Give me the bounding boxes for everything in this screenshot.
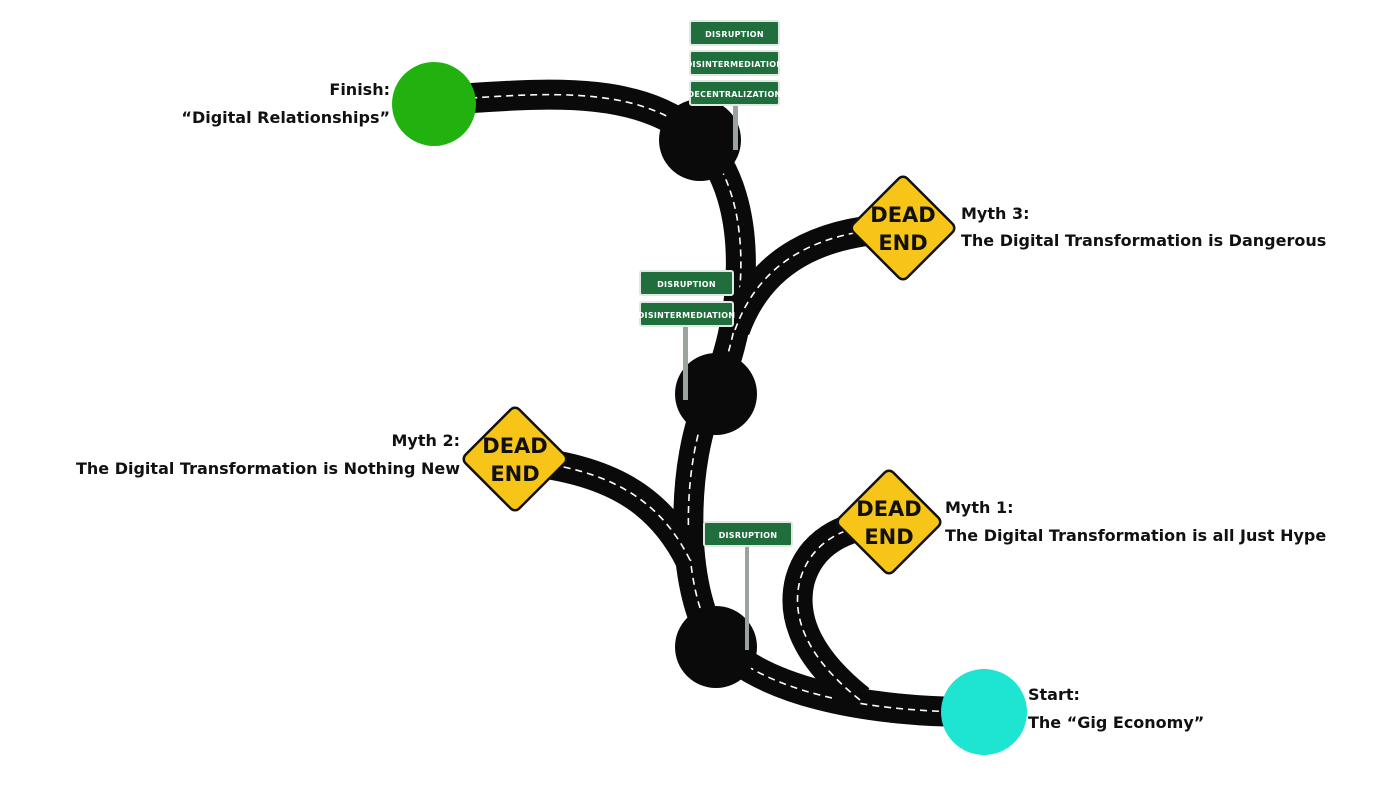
myth2-subtitle: The Digital Transformation is Nothing Ne… [75, 459, 460, 478]
signpost-top-text-1: DISRUPTION [705, 30, 764, 39]
dead-end-myth1-line1: DEAD [856, 497, 921, 521]
signpost-bottom: DISRUPTION [703, 521, 793, 650]
signpost-middle-board-1 [639, 270, 734, 296]
junction-bottom [675, 606, 757, 688]
myth2-title: Myth 2: [391, 431, 461, 450]
signpost-middle-board-2 [639, 301, 734, 327]
myth3-title: Myth 3: [961, 204, 1030, 223]
dead-end-myth2-line1: DEAD [482, 434, 547, 458]
signpost-bottom-board-1 [703, 521, 793, 547]
dead-end-sign-myth1: DEAD END [836, 469, 942, 575]
signpost-bottom-pole [745, 545, 749, 650]
dead-end-myth1-line2: END [864, 525, 913, 549]
myth3-subtitle: The Digital Transformation is Dangerous [961, 231, 1327, 250]
junction-middle [675, 353, 757, 435]
finish-subtitle: “Digital Relationships” [181, 108, 390, 127]
signpost-top-board-2 [689, 50, 780, 76]
start-title: Start: [1028, 685, 1080, 704]
dead-end-myth3-line1: DEAD [870, 203, 935, 227]
myth1-title: Myth 1: [945, 498, 1014, 517]
signpost-middle-text-2: DISINTERMEDIATION [638, 311, 736, 320]
myth1-subtitle: The Digital Transformation is all Just H… [945, 526, 1327, 545]
signpost-middle-pole [683, 325, 688, 400]
signpost-middle-text-1: DISRUPTION [657, 280, 716, 289]
signpost-top-text-2: DISINTERMEDIATION [686, 60, 784, 69]
signpost-top-pole [733, 100, 738, 150]
start-circle [941, 669, 1027, 755]
dead-end-sign-myth2: DEAD END [462, 406, 568, 512]
junction-top [659, 99, 741, 181]
dead-end-myth2-line2: END [490, 462, 539, 486]
branch-road-myth1-dash [796, 521, 889, 701]
dead-end-sign-myth3: DEAD END [850, 175, 956, 281]
dead-end-myth3-line2: END [878, 231, 927, 255]
signpost-middle: DISRUPTION DISINTERMEDIATION [638, 270, 736, 400]
signpost-bottom-text-1: DISRUPTION [719, 531, 778, 540]
finish-circle [392, 62, 476, 146]
signpost-top: DISRUPTION DISINTERMEDIATION DECENTRALIZ… [686, 20, 784, 150]
signpost-top-board-3 [689, 80, 780, 106]
signpost-top-board-1 [689, 20, 780, 46]
start-subtitle: The “Gig Economy” [1028, 713, 1205, 732]
finish-title: Finish: [329, 80, 390, 99]
signpost-top-text-3: DECENTRALIZATION [687, 90, 781, 99]
